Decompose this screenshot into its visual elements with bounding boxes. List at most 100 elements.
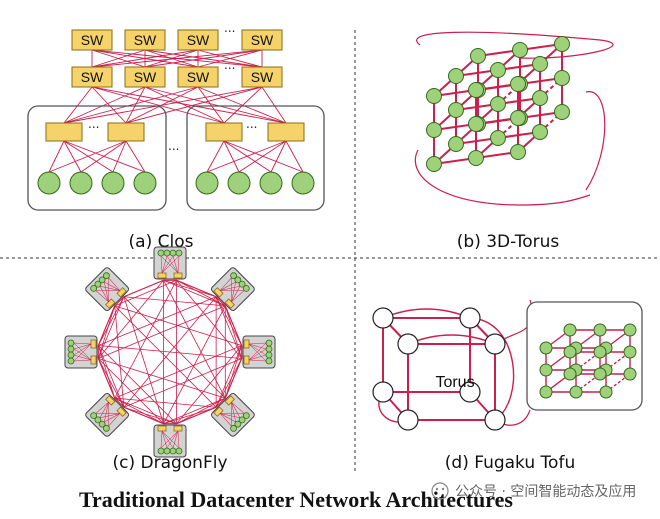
dragonfly-global-link — [114, 397, 164, 425]
dragonfly-local-link — [166, 255, 179, 274]
tofu-inset-node — [563, 323, 577, 337]
dragonfly-local-link — [231, 286, 241, 302]
dragonfly-local-link — [248, 359, 267, 362]
dragonfly-ring-link — [97, 305, 116, 346]
dragonfly-group — [242, 335, 276, 369]
dragonfly-ring-link — [215, 397, 226, 408]
dragonfly-local-link — [220, 286, 241, 291]
clos-core-link — [91, 49, 263, 68]
dragonfly-group — [64, 335, 98, 369]
dragonfly-global-link — [163, 397, 226, 425]
torus3d-wrap-top — [416, 31, 614, 59]
switch-label: SW — [187, 69, 210, 85]
leaf-switch — [45, 122, 83, 142]
core-switch — [241, 29, 283, 51]
dragonfly-global-link — [224, 345, 243, 399]
dragonfly-local-link — [220, 413, 241, 418]
dragonfly-router — [90, 355, 97, 365]
dragonfly-local-link — [104, 281, 109, 302]
dragonfly-node — [67, 339, 75, 347]
watermark: 公众号 · 空间智能动态及应用 — [431, 482, 636, 500]
server-node — [195, 171, 219, 195]
dragonfly-router — [173, 272, 183, 279]
tofu-inset-node — [563, 345, 577, 359]
dragonfly-group — [211, 393, 255, 437]
torus3d-node — [448, 136, 464, 152]
clos-agg-link — [91, 86, 225, 124]
dragonfly-global-link — [163, 279, 217, 298]
dragonfly-global-link — [97, 345, 116, 399]
dragonfly-local-link — [220, 281, 236, 291]
torus3d-node — [426, 88, 442, 104]
server-node — [69, 171, 93, 195]
dragonfly-local-link — [160, 255, 179, 274]
dragonfly-global-link — [114, 397, 177, 425]
torus3d-node — [510, 144, 526, 160]
clos-edge-link — [80, 140, 127, 173]
dragonfly-global-link — [176, 280, 243, 359]
core-switch — [177, 29, 219, 51]
clos-agg-link — [125, 86, 263, 124]
tofu-torus-node — [459, 307, 481, 329]
clos-edge-link — [48, 140, 127, 173]
tofu-inset-node — [599, 385, 613, 399]
dragonfly-global-links — [97, 279, 243, 425]
torus3d-node — [468, 82, 484, 98]
spine-switch — [177, 66, 219, 88]
dragonfly-ring-link — [215, 296, 226, 307]
dragonfly-global-link — [215, 296, 243, 359]
tofu-caption: (d) Fugaku Tofu — [445, 453, 575, 473]
dragonfly-global-link — [163, 406, 217, 425]
leaf-switch — [267, 122, 305, 142]
tofu-inset-node — [623, 323, 637, 337]
dragonfly-global-link — [176, 279, 226, 307]
dragonfly-ring-link — [176, 406, 217, 425]
dragonfly-local-link — [95, 401, 109, 414]
clos-edge-link — [223, 140, 240, 173]
dragonfly-local-link — [73, 348, 92, 361]
dragonfly-node — [265, 357, 273, 365]
dragonfly-router — [243, 339, 250, 349]
dragonfly-global-link — [123, 296, 226, 399]
clos-edge-link — [125, 140, 146, 173]
dragonfly-local-link — [219, 277, 232, 291]
clos-edge-link — [48, 140, 65, 173]
dragonfly-local-link — [160, 255, 163, 274]
torus3d-caption: (b) 3D-Torus — [457, 232, 560, 252]
tofu-panel: Torus (d) Fugaku Tofu — [372, 299, 643, 473]
clos-edge-link — [63, 140, 146, 173]
dragonfly-local-link — [99, 286, 120, 291]
dragonfly-local-link — [104, 402, 109, 423]
leaf-switch — [205, 122, 243, 142]
torus3d-wrap-right — [585, 91, 606, 191]
dragonfly-global-link — [97, 296, 125, 359]
dragonfly-node — [265, 351, 273, 359]
dragonfly-local-link — [231, 281, 236, 302]
dragonfly-local-link — [108, 277, 121, 291]
dragonfly-local-link — [220, 413, 236, 423]
torus3d-node — [532, 90, 548, 106]
server-node — [133, 171, 157, 195]
dragonfly-panel: (c) DragonFly — [64, 246, 276, 473]
dragonfly-group — [85, 267, 129, 311]
dragonfly-local-link — [73, 343, 92, 350]
tofu-inset-node — [569, 385, 583, 399]
clos-top-ellipsis: ... — [224, 21, 235, 35]
dragonfly-group-box — [85, 393, 129, 437]
dragonfly-local-link — [231, 401, 245, 414]
dragonfly-node — [67, 351, 75, 359]
dragonfly-local-link — [166, 430, 179, 449]
dragonfly-node — [265, 345, 273, 353]
wechat-icon-dot — [435, 487, 439, 491]
dragonfly-local-link — [104, 281, 120, 291]
dragonfly-router — [224, 395, 235, 406]
dragonfly-local-link — [95, 413, 120, 414]
dragonfly-local-link — [248, 342, 267, 345]
tofu-wrap-link — [469, 317, 515, 421]
server-node — [227, 171, 251, 195]
clos-edge-link — [285, 140, 304, 173]
torus3d-node — [426, 122, 442, 138]
tofu-inset-node — [593, 367, 607, 381]
dragonfly-local-link — [248, 343, 267, 362]
torus3d-node — [490, 130, 506, 146]
